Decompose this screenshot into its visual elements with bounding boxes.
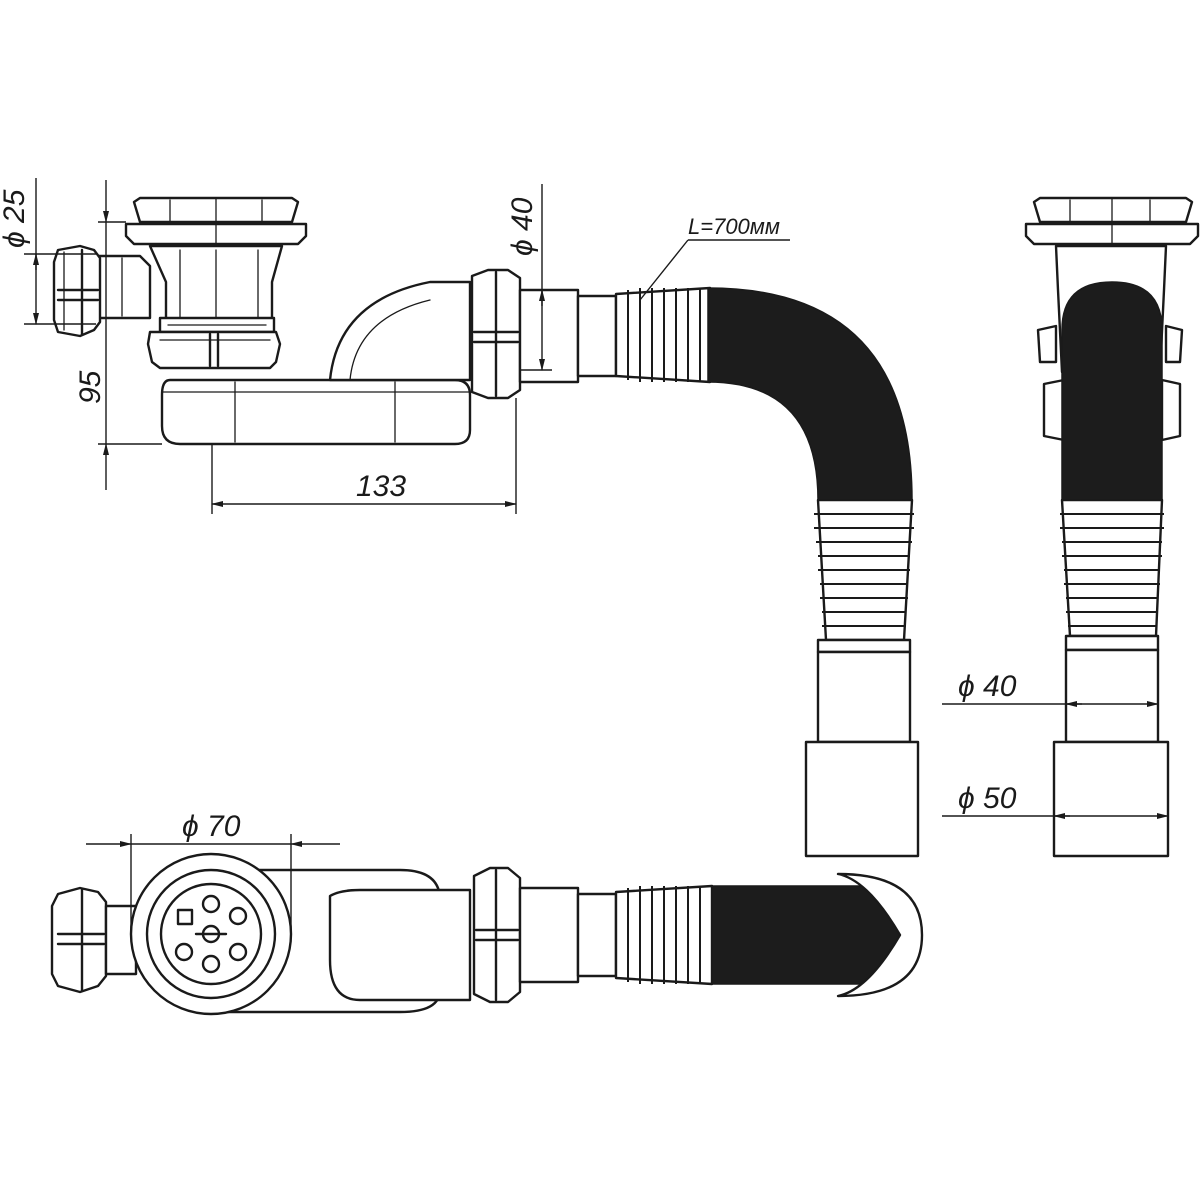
trap-body [160, 378, 472, 446]
corrugated-hose-light [614, 286, 712, 384]
dim-label-length-133: 133 [356, 470, 406, 503]
dim-label-dia-70: ϕ 70 [182, 810, 241, 843]
side-connector-50 [1052, 740, 1170, 858]
dim-label-hose-length: L=700мм [688, 214, 780, 239]
overflow-stub [94, 254, 152, 320]
side-view [1024, 196, 1200, 858]
top-corrugated-hose [614, 884, 714, 986]
side-drain-flange [1032, 196, 1194, 224]
front-dimensions: ϕ 25 95 133 ϕ 40 L=700мм [0, 178, 790, 514]
strainer-holes [174, 894, 248, 974]
flexible-hose-dark [707, 287, 913, 501]
hose-collar [816, 638, 912, 654]
outlet-pipe [518, 288, 580, 384]
dim-label-dia-50-right: ϕ 50 [958, 782, 1017, 815]
side-dimensions: ϕ 40 ϕ 50 [942, 670, 1169, 819]
top-dimensions: ϕ 70 [86, 810, 340, 934]
connector-40 [816, 650, 912, 744]
top-view [50, 852, 924, 1016]
side-corrugated-hose [1060, 498, 1164, 638]
top-overflow-nut [50, 886, 108, 994]
dim-label-dia-40-right: ϕ 40 [958, 670, 1017, 703]
front-view [52, 196, 920, 858]
dim-label-height-95: 95 [74, 370, 107, 404]
connector-50 [804, 740, 920, 858]
dim-label-dia-40-top: ϕ 40 [506, 197, 539, 256]
side-connector-40 [1064, 648, 1160, 744]
corrugated-hose-lower [814, 498, 914, 642]
side-flexible-hose-dark [1061, 281, 1163, 501]
dim-label-dia-25: ϕ 25 [0, 189, 31, 248]
drain-union-nut [146, 330, 282, 370]
trap-elbow [328, 280, 472, 382]
